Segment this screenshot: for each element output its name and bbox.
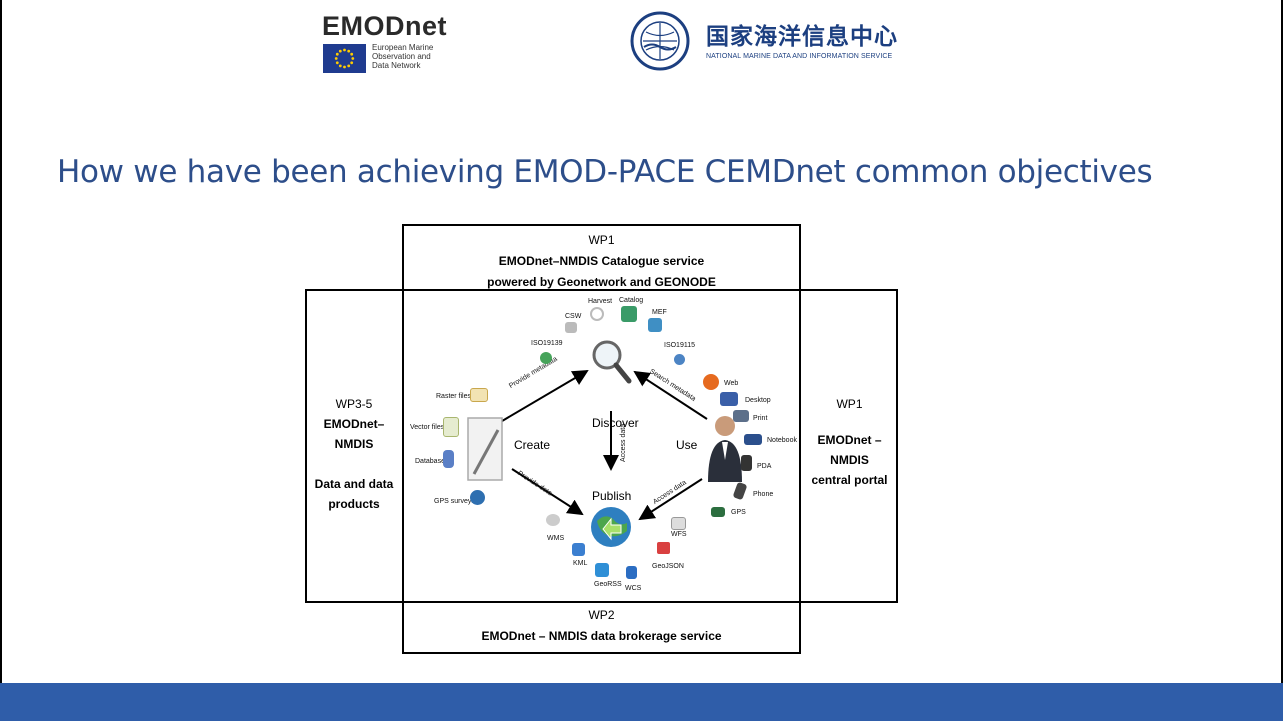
page-title: How we have been achieving EMOD-PACE CEM… [57, 154, 1153, 190]
top-wp-label: WP1 [588, 233, 615, 247]
notebook-icon [744, 434, 762, 445]
right-wp-label: WP1 [836, 397, 863, 411]
left-line-3: Data and data [314, 477, 394, 491]
magnifier-icon [592, 340, 632, 384]
iso19139-label: ISO19139 [531, 340, 563, 347]
web-label: Web [724, 380, 739, 387]
wms-icon [546, 514, 560, 526]
geojson-icon [657, 542, 670, 554]
georss-icon [595, 563, 609, 577]
notebook-label: Notebook [767, 437, 797, 444]
geojson-label: GeoJSON [652, 563, 684, 570]
databases-label: Databases [415, 458, 449, 465]
iso19115-label: ISO19115 [664, 342, 696, 349]
nmdis-chinese-name: 国家海洋信息中心 [706, 24, 898, 50]
node-discover-label: Discover [592, 416, 639, 430]
eu-flag-icon [323, 44, 366, 73]
emodnet-sub-line: European Marine [372, 43, 434, 52]
mef-icon [648, 318, 662, 332]
emodnet-logo-title: EMODnet [322, 11, 447, 41]
vector-files-label: Vector files [410, 424, 445, 431]
slide-right-border [1281, 0, 1283, 683]
right-box-label: WP1 EMODnet – NMDIS central portal [803, 394, 896, 490]
pda-label: PDA [757, 463, 772, 470]
wfs-icon [671, 517, 686, 530]
web-browser-icon [703, 374, 719, 390]
globe-publish-icon [591, 507, 631, 547]
nmdis-seal-icon [630, 11, 690, 71]
print-icon [733, 410, 749, 422]
left-line-4: products [328, 497, 380, 511]
left-line-1: EMODnet– [323, 417, 385, 431]
bottom-box-label: WP2 EMODnet – NMDIS data brokerage servi… [404, 605, 799, 647]
csw-icon [565, 322, 577, 333]
gps-device-icon [711, 507, 725, 517]
wp-horizontal-box [305, 289, 898, 603]
gps-surveys-label: GPS surveys [434, 498, 475, 505]
harvest-label: Harvest [588, 298, 613, 305]
document-pen-icon [467, 417, 503, 481]
raster-files-label: Raster files [436, 393, 472, 400]
databases-icon [443, 450, 454, 468]
kml-label: KML [573, 560, 588, 567]
mef-label: MEF [652, 309, 667, 316]
wp1-wp2-vertical-box [402, 224, 801, 654]
user-icon [708, 416, 742, 482]
bottom-line-1: EMODnet – NMDIS data brokerage service [481, 629, 722, 643]
left-line-2: NMDIS [334, 437, 374, 451]
wcs-label: WCS [625, 585, 642, 592]
right-line-3: central portal [811, 473, 888, 487]
emodnet-sub-line: Observation and [372, 52, 431, 61]
gps-surveys-icon [470, 490, 485, 505]
top-line-2: powered by Geonetwork and GEONODE [487, 275, 716, 289]
catalog-label: Catalog [619, 297, 644, 304]
node-create-label: Create [514, 438, 551, 452]
top-box-label: WP1 EMODnet–NMDIS Catalogue service powe… [404, 230, 799, 293]
emodnet-sub-line: Data Network [372, 61, 421, 70]
emodnet-logo-subtitle: European Marine Observation and Data Net… [372, 43, 482, 70]
raster-files-icon [470, 388, 488, 402]
footer-bar [0, 683, 1283, 721]
csw-label: CSW [565, 313, 582, 320]
wms-label: WMS [547, 535, 565, 542]
print-label: Print [753, 415, 768, 422]
workflow-arrows [496, 369, 708, 521]
right-line-1: EMODnet – [817, 433, 882, 447]
catalog-icon [621, 306, 637, 322]
slide-left-border [0, 0, 2, 683]
georss-label: GeoRSS [594, 581, 622, 588]
top-line-1: EMODnet–NMDIS Catalogue service [498, 254, 705, 268]
right-line-2: NMDIS [830, 453, 869, 467]
wfs-label: WFS [671, 531, 687, 538]
wcs-icon [626, 566, 637, 579]
nmdis-english-name: NATIONAL MARINE DATA AND INFORMATION SER… [706, 53, 893, 60]
kml-icon [572, 543, 585, 556]
node-use-label: Use [676, 438, 698, 452]
harvest-icon [590, 307, 604, 321]
node-publish-label: Publish [592, 489, 632, 503]
iso19115-icon [674, 354, 685, 365]
bottom-wp-label: WP2 [588, 608, 615, 622]
desktop-label: Desktop [745, 397, 771, 404]
iso19139-icon [540, 352, 552, 364]
left-box-label: WP3-5 EMODnet– NMDIS Data and data produ… [307, 394, 401, 514]
left-wp-label: WP3-5 [335, 397, 373, 411]
desktop-icon [720, 392, 738, 406]
gps-label: GPS [731, 509, 746, 516]
phone-label: Phone [753, 491, 774, 498]
vector-files-icon [443, 417, 459, 437]
pda-icon [741, 455, 752, 471]
